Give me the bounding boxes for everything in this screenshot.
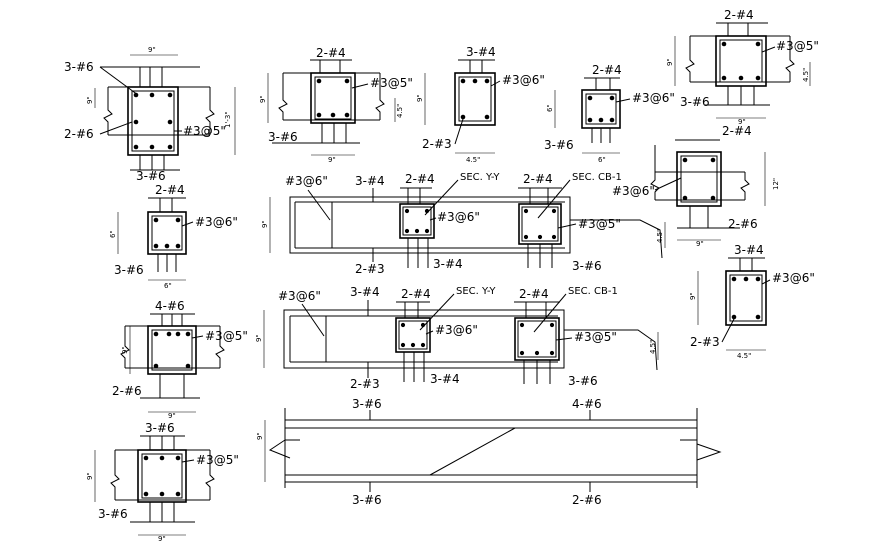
b1-height: 9": [261, 220, 269, 228]
section-7: 12" 9" 4.5" #3@6" 2-#6: [612, 139, 780, 248]
s5-stirrup-label: #3@5": [776, 39, 819, 53]
b1-secyy-top: 2-#4: [405, 172, 435, 186]
b2-secyy-bottom: 3-#4: [430, 372, 460, 386]
section-6: 2-#4 6" 6" #3@6" 3-#6: [109, 183, 238, 290]
b1-seccb-top: 2-#4: [523, 172, 553, 186]
section-3: 3-#4 9" 4.5" #3@6" 2-#3: [416, 45, 545, 164]
s4-stirrup-label: #3@6": [632, 91, 675, 105]
s7-bottom-label: 2-#6: [728, 217, 758, 231]
s8-bottom-label: 2-#6: [112, 384, 142, 398]
s1-stirrup-label: #3@5": [183, 124, 226, 138]
s10-width: 9": [158, 535, 166, 543]
b2-bottom-label: 2-#3: [350, 377, 380, 391]
s1-bottom-label: 3-#6: [136, 169, 166, 183]
s5-bottom-label: 2-#4: [722, 124, 752, 138]
s4-top-label: 2-#4: [592, 63, 622, 77]
s10-bottom-label: 3-#6: [98, 507, 128, 521]
beam-elevation-2: 9" #3@6" 3-#4 2-#3 2-#4 SEC. Y-Y #3@6" 3…: [255, 285, 659, 391]
b1-secyy-stirrup: #3@6": [437, 210, 480, 224]
section-10: 3-#6 9" 9" #3@5" 3-#6: [86, 421, 239, 543]
s1-width-top: 9": [148, 46, 156, 54]
s10-top-label: 3-#6: [145, 421, 175, 435]
s2-stirrup-label: #3@5": [370, 76, 413, 90]
b3-top-right: 4-#6: [572, 397, 602, 411]
section-8: 4-#6 9" 9" #3@5" 2-#6: [112, 299, 248, 420]
s9-top-label: 3-#4: [734, 243, 764, 257]
s3-stirrup-label: #3@6": [502, 73, 545, 87]
section-9: 3-#4 9" 4.5" #3@6" 2-#3: [689, 243, 815, 360]
b1-top-label: 3-#4: [355, 174, 385, 188]
s5-top-label: 2-#4: [724, 8, 754, 22]
s1-left-label: 2-#6: [64, 127, 94, 141]
b2-seccb-stirrup: #3@5": [574, 330, 617, 344]
b3-top-left: 3-#6: [352, 397, 382, 411]
s2-side: 4.5": [396, 104, 404, 118]
s8-width: 9": [168, 412, 176, 420]
b1-secyy-bottom: 3-#4: [433, 257, 463, 271]
s9-bottom-label: 2-#3: [690, 335, 720, 349]
s1-height: 1'-3": [224, 111, 232, 128]
s9-width: 4.5": [737, 352, 751, 360]
b2-secyy-title: SEC. Y-Y: [456, 286, 496, 297]
s3-bottom-label: 2-#3: [422, 137, 452, 151]
s3-top-label: 3-#4: [466, 45, 496, 59]
s8-top-label: 4-#6: [155, 299, 185, 313]
s2-bottom-label: 3-#6: [268, 130, 298, 144]
s2-width: 9": [328, 156, 336, 164]
b1-secyy-title: SEC. Y-Y: [460, 172, 500, 183]
b1-seccb-title: SEC. CB-1: [572, 172, 622, 183]
s10-height: 9": [86, 472, 94, 480]
b3-bottom-right: 2-#6: [572, 493, 602, 507]
s10-stirrup-label: #3@5": [196, 453, 239, 467]
beam-elevation-1: 9" #3@6" 3-#4 2-#3 2-#4 SEC. Y-Y #3@6" 3…: [261, 172, 663, 276]
s5-width: 9": [738, 118, 746, 126]
s5-side: 4.5": [802, 68, 810, 82]
s4-height: 6": [546, 104, 554, 112]
b1-seccb-bottom: 3-#6: [572, 259, 602, 273]
s3-height: 9": [416, 94, 424, 102]
b2-secyy-stirrup: #3@6": [435, 323, 478, 337]
s4-width: 6": [598, 156, 606, 164]
s9-height: 9": [689, 292, 697, 300]
s6-top-label: 2-#4: [155, 183, 185, 197]
s2-top-label: 2-#4: [316, 46, 346, 60]
b2-seccb-title: SEC. CB-1: [568, 286, 618, 297]
section-4: 2-#4 6" 6" #3@6" 3-#6: [544, 63, 675, 164]
section-1: 9" 1'-3" 9" 3-#6 2-#6 #3@5" 3-#6: [64, 46, 236, 183]
s8-height: 9": [121, 346, 129, 354]
b3-bottom-left: 3-#6: [352, 493, 382, 507]
s6-width: 6": [164, 282, 172, 290]
s7-height: 12": [772, 178, 780, 190]
s5-mid-label: 3-#6: [680, 95, 710, 109]
b2-top-label: 3-#4: [350, 285, 380, 299]
b2-seccb-bottom: 3-#6: [568, 374, 598, 388]
s2-height: 9": [259, 95, 267, 103]
s1-height-small: 9": [86, 96, 94, 104]
s6-stirrup-label: #3@6": [195, 215, 238, 229]
s7-width: 9": [696, 240, 704, 248]
section-2: 2-#4 9" 9" 4.5" #3@5" 3-#6: [259, 46, 413, 164]
s5-height: 9": [666, 58, 674, 66]
s4-bottom-label: 3-#6: [544, 138, 574, 152]
b2-seccb-top: 2-#4: [519, 287, 549, 301]
b1-seccb-stirrup: #3@5": [578, 217, 621, 231]
s8-stirrup-label: #3@5": [205, 329, 248, 343]
s6-bottom-label: 3-#6: [114, 263, 144, 277]
s1-top-label: 3-#6: [64, 60, 94, 74]
b2-height: 9": [255, 334, 263, 342]
s7-side: 4.5": [656, 229, 664, 243]
b2-side: 4.5": [649, 340, 657, 354]
s3-width: 4.5": [466, 156, 480, 164]
b2-secyy-top: 2-#4: [401, 287, 431, 301]
s9-stirrup-label: #3@6": [772, 271, 815, 285]
b1-bottom-label: 2-#3: [355, 262, 385, 276]
section-5: 2-#4 9" 9" 4.5" #3@5" 3-#6 2-#4: [666, 8, 819, 138]
s7-stirrup-label: #3@6": [612, 184, 655, 198]
b3-height: 9": [256, 432, 264, 440]
s6-height: 6": [109, 230, 117, 238]
b2-stirrup-label: #3@6": [278, 289, 321, 303]
b1-stirrup-label: #3@6": [285, 174, 328, 188]
beam-elevation-3: 9" 3-#6 4-#6 3-#6 2-#6: [256, 397, 722, 507]
